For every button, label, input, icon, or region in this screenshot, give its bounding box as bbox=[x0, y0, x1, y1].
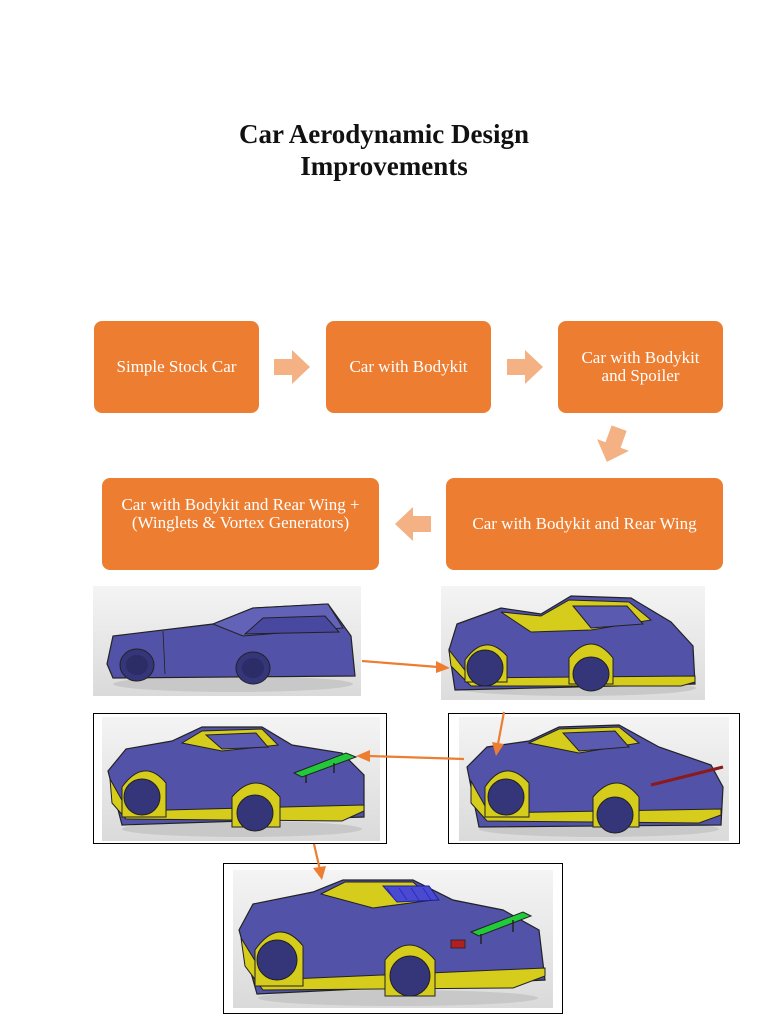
car-render-icon bbox=[106, 603, 356, 692]
step-box-rear-wing: Car with Bodykit and Rear Wing bbox=[446, 478, 723, 570]
car-render-icon bbox=[466, 724, 724, 837]
connector-arrow-down-icon bbox=[492, 711, 506, 756]
flow-arrow-down-icon bbox=[597, 425, 629, 462]
step-label: Car with Bodykit and Spoiler bbox=[581, 348, 700, 385]
step-box-spoiler: Car with Bodykit and Spoiler bbox=[558, 321, 723, 413]
flow-arrow-left-icon bbox=[395, 507, 431, 541]
rear-wing-car-render bbox=[102, 717, 380, 841]
car-render-icon bbox=[448, 595, 696, 696]
spoiler-car-frame bbox=[448, 713, 740, 844]
page-title: Car Aerodynamic Design Improvements bbox=[0, 118, 768, 182]
connector-arrow-right-icon bbox=[361, 659, 450, 673]
rear-wing-car-frame bbox=[93, 713, 387, 844]
title-line-1: Car Aerodynamic Design bbox=[239, 119, 529, 149]
winglets-vortex-car-frame bbox=[223, 863, 563, 1014]
step-box-simple-stock-car: Simple Stock Car bbox=[94, 321, 259, 413]
connector-arrow-down-icon bbox=[312, 843, 326, 880]
step-box-winglets-vortex: Car with Bodykit and Rear Wing + (Wingle… bbox=[102, 478, 379, 570]
connector-arrow-left-icon bbox=[356, 750, 465, 762]
step-label: Car with Bodykit and Rear Wing bbox=[472, 514, 697, 533]
title-line-2: Improvements bbox=[300, 151, 468, 181]
winglets-vortex-car-render bbox=[233, 870, 553, 1008]
step-label: Car with Bodykit bbox=[349, 357, 468, 376]
simple-stock-car-render bbox=[93, 586, 361, 696]
step-label: Car with Bodykit and Rear Wing + (Wingle… bbox=[121, 495, 360, 532]
flow-arrow-right-icon bbox=[274, 350, 310, 384]
flow-arrow-right-icon bbox=[507, 350, 543, 384]
car-render-icon bbox=[107, 726, 365, 837]
step-box-bodykit: Car with Bodykit bbox=[326, 321, 491, 413]
bodykit-car-render bbox=[441, 586, 705, 700]
car-render-icon bbox=[238, 879, 546, 1006]
spoiler-car-render bbox=[459, 717, 729, 841]
step-label: Simple Stock Car bbox=[116, 357, 237, 376]
